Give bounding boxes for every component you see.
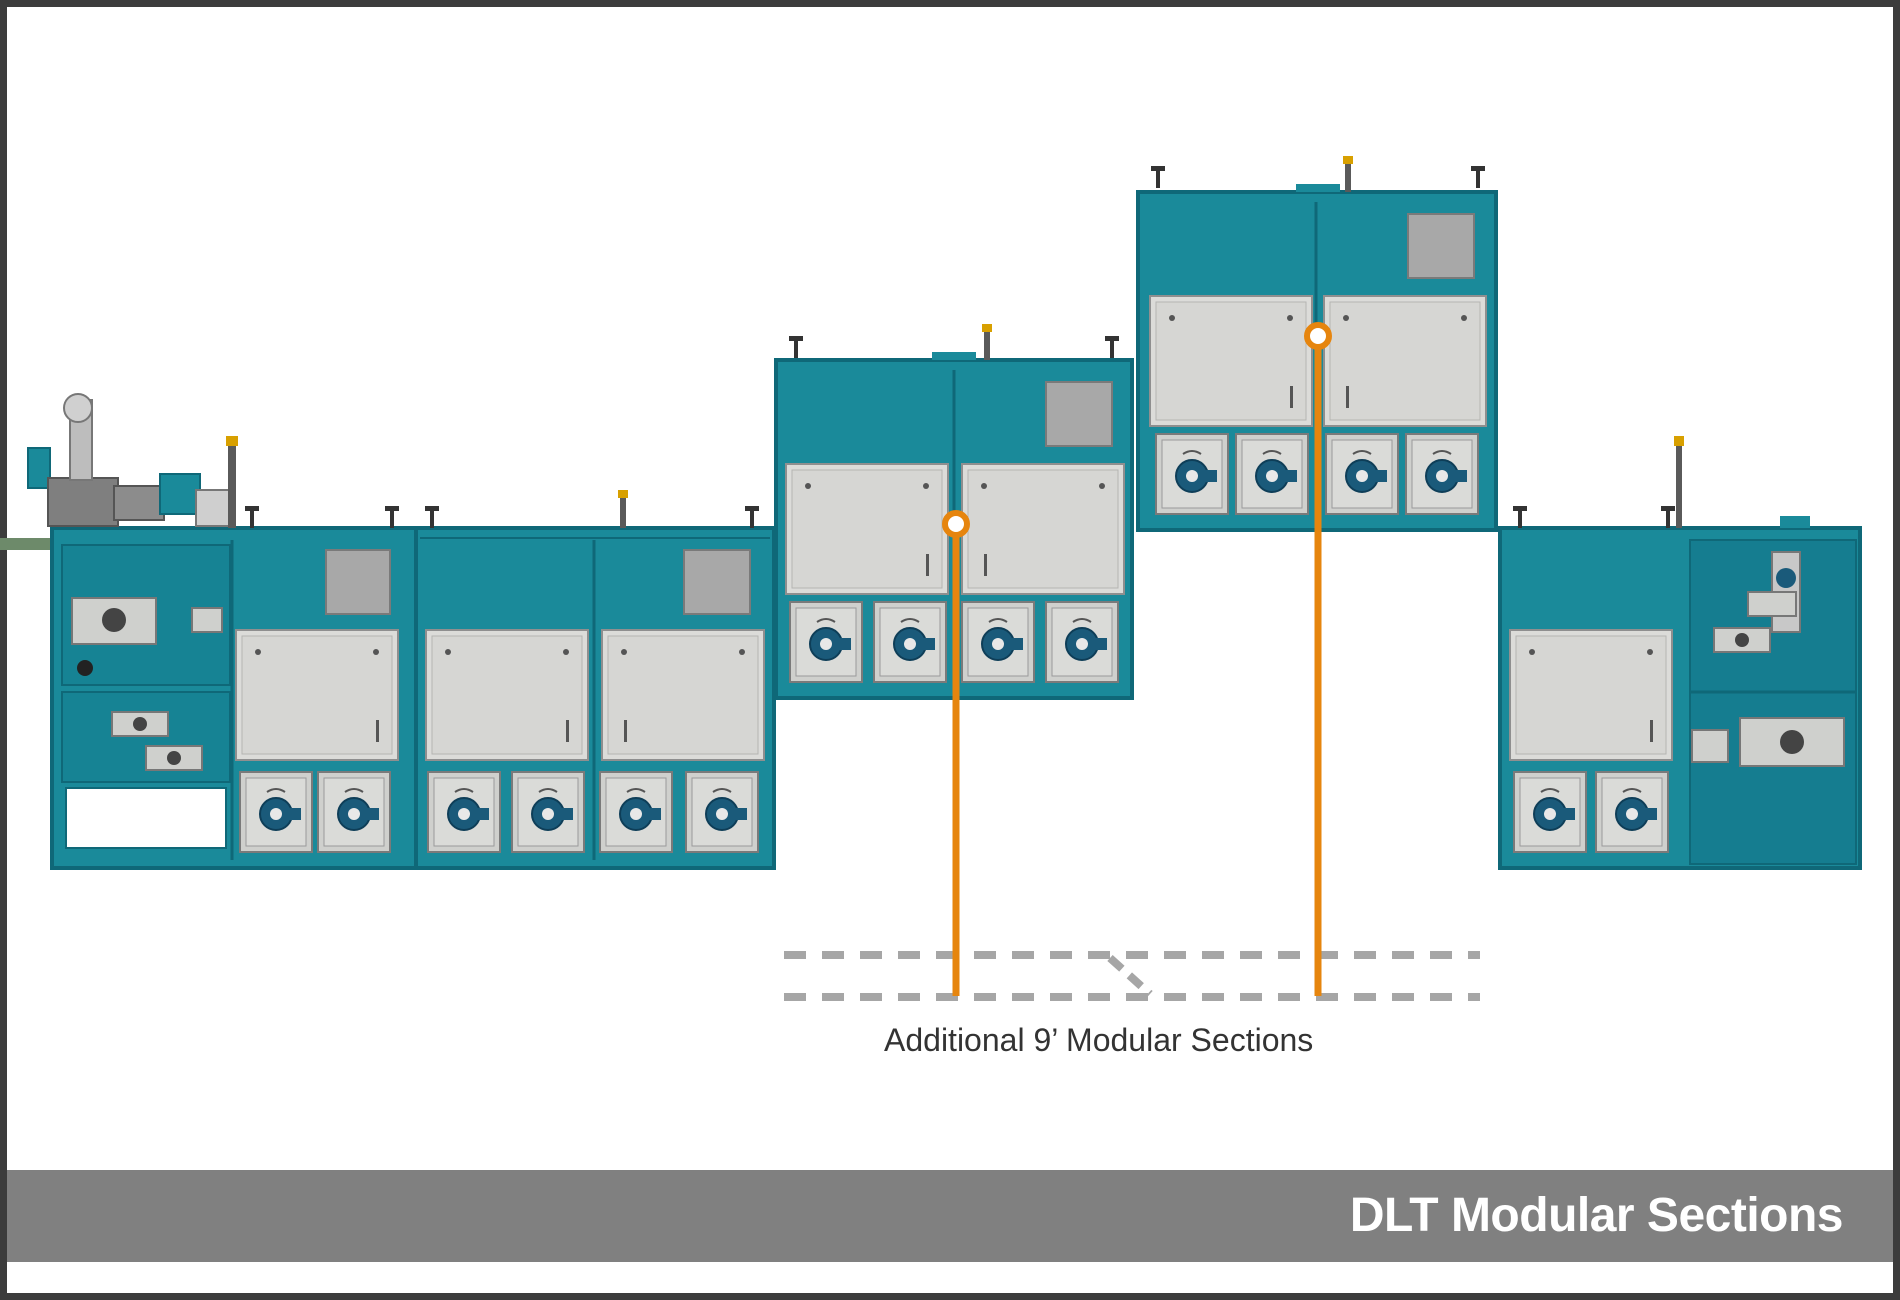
pump-motor-icon <box>27 393 231 527</box>
footer-bar: DLT Modular Sections <box>7 1170 1893 1262</box>
section-base-1 <box>414 490 776 870</box>
callout-line-right <box>1304 322 1332 996</box>
section-control <box>1498 436 1862 870</box>
section-pump <box>0 393 418 870</box>
callout-dot-icon <box>942 510 970 538</box>
callout-line-left <box>942 510 970 996</box>
annotation-caption: Additional 9’ Modular Sections <box>884 1022 1314 1058</box>
dashed-section-outline <box>784 951 1480 1001</box>
callout-dot-icon <box>1304 322 1332 350</box>
footer-title: DLT Modular Sections <box>1349 1189 1844 1242</box>
